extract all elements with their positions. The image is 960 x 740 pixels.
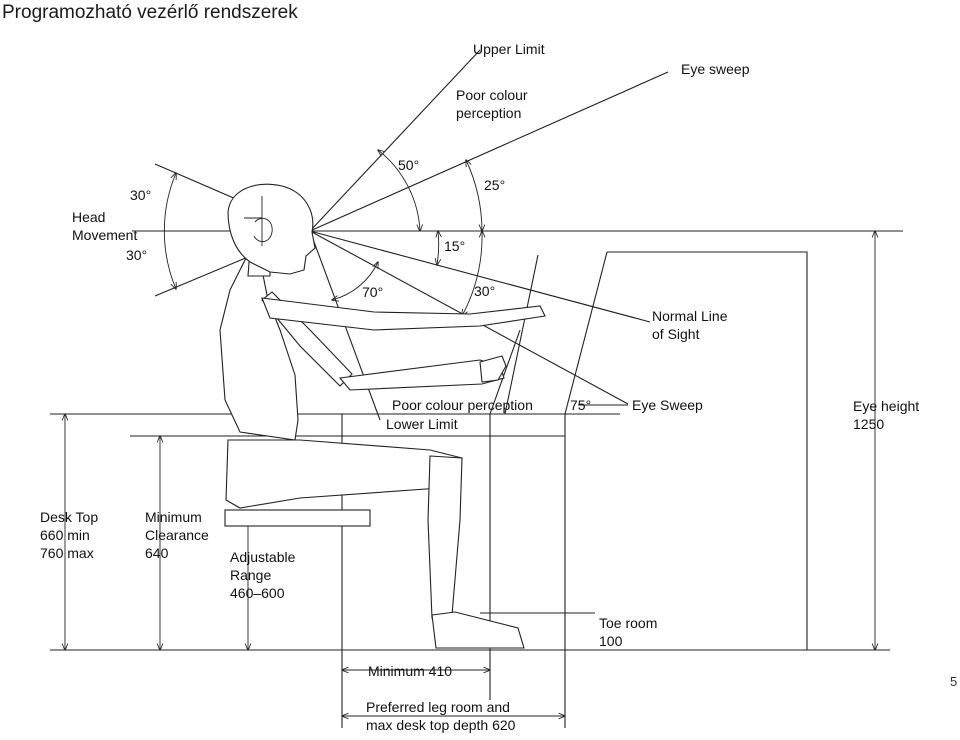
page-number: 5	[950, 674, 958, 689]
label-preferred-1: Preferred leg room and	[366, 699, 510, 715]
diagram-labels: Upper Limit Eye sweep Poor colour percep…	[40, 41, 919, 733]
label-desk-top-3: 760 max	[40, 545, 94, 561]
label-toe-room-2: 100	[599, 633, 623, 649]
dimension-lines	[65, 231, 875, 716]
label-adjustable-3: 460–600	[230, 585, 285, 601]
label-lower-limit: Lower Limit	[386, 416, 458, 432]
label-min-clearance-3: 640	[145, 545, 169, 561]
seated-figure	[219, 183, 546, 649]
label-poor-colour-bottom: Poor colour perception	[392, 397, 533, 413]
label-poor-colour-top-1: Poor colour	[456, 87, 528, 103]
label-angle-70: 70°	[362, 284, 383, 300]
label-angle-15: 15°	[444, 238, 465, 254]
label-preferred-2: max desk top depth 620	[366, 717, 516, 733]
label-poor-colour-top-2: perception	[456, 105, 521, 121]
label-angle-25: 25°	[484, 177, 505, 193]
label-desk-top-2: 660 min	[40, 527, 90, 543]
label-normal-line-1: Normal Line	[652, 308, 728, 324]
label-min-clearance-1: Minimum	[145, 509, 202, 525]
label-eye-height-2: 1250	[853, 416, 884, 432]
label-head-movement-2: Movement	[72, 227, 137, 243]
label-angle-50: 50°	[398, 157, 419, 173]
page-title: Programozható vezérlő rendszerek	[2, 2, 298, 23]
label-adjustable-2: Range	[230, 567, 271, 583]
label-upper-limit: Upper Limit	[473, 41, 545, 57]
label-head-movement-1: Head	[72, 209, 105, 225]
label-angle-30-sight: 30°	[474, 283, 495, 299]
label-adjustable-1: Adjustable	[230, 549, 296, 565]
label-angle-30-head-top: 30°	[130, 187, 151, 203]
label-angle-30-head-bottom: 30°	[126, 247, 147, 263]
chair-seat	[224, 509, 371, 527]
label-min-clearance-2: Clearance	[145, 527, 209, 543]
label-toe-room-1: Toe room	[599, 615, 657, 631]
label-minimum-410: Minimum 410	[368, 663, 452, 679]
label-eye-sweep-top: Eye sweep	[681, 61, 750, 77]
label-desk-top-1: Desk Top	[40, 509, 98, 525]
label-eye-sweep-bottom: Eye Sweep	[632, 397, 703, 413]
label-eye-height-1: Eye height	[853, 398, 919, 414]
label-angle-75: 75°	[570, 397, 591, 413]
label-normal-line-2: of Sight	[652, 326, 700, 342]
angle-arcs	[163, 150, 482, 316]
monitor	[489, 251, 808, 650]
